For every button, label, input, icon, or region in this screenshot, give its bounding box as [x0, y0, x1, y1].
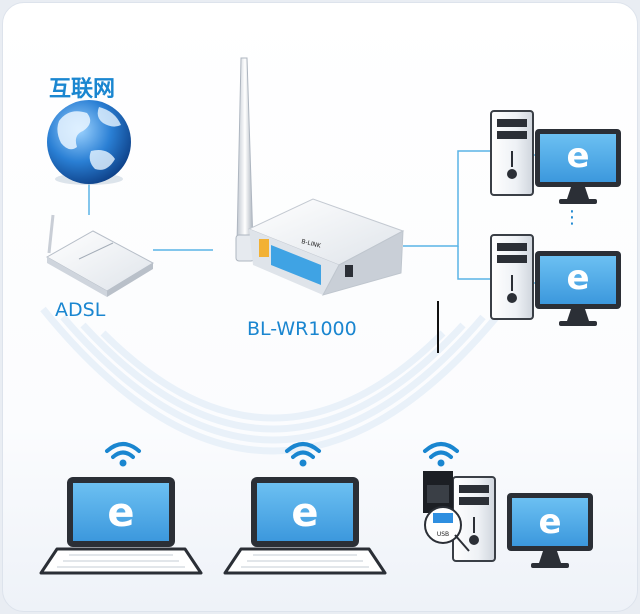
usb-adapter-icon: USB: [423, 471, 470, 552]
globe-icon: [47, 100, 131, 185]
router-icon: B-LINK: [235, 57, 405, 296]
internet-label: 互联网: [49, 77, 116, 102]
wifi-icon: [105, 442, 141, 469]
wifi-icon: [423, 442, 459, 469]
usb-label: USB: [437, 531, 449, 538]
desktop-pc-top: e: [490, 110, 621, 204]
browser-icon: e: [291, 490, 318, 536]
diagram-canvas: B-LINK e e e e e USB: [39, 57, 621, 575]
desktop-pc-middle: e: [490, 234, 621, 326]
laptop-middle: e: [223, 475, 387, 575]
browser-icon: e: [538, 502, 561, 542]
wifi-coverage-arcs: [40, 306, 506, 455]
router-model-label: BL-WR1000: [247, 318, 357, 340]
browser-icon: e: [107, 490, 134, 536]
router-brand-text: B-LINK: [301, 238, 323, 250]
browser-icon: e: [566, 136, 589, 176]
laptop-left: e: [39, 475, 203, 575]
browser-icon: e: [566, 258, 589, 298]
adsl-modem-icon: [45, 214, 155, 297]
desktop-pc-usb: e: [452, 476, 593, 568]
network-links: [88, 150, 543, 284]
more-devices-ellipsis: ⋮: [563, 207, 581, 228]
adsl-label: ADSL: [55, 299, 106, 321]
